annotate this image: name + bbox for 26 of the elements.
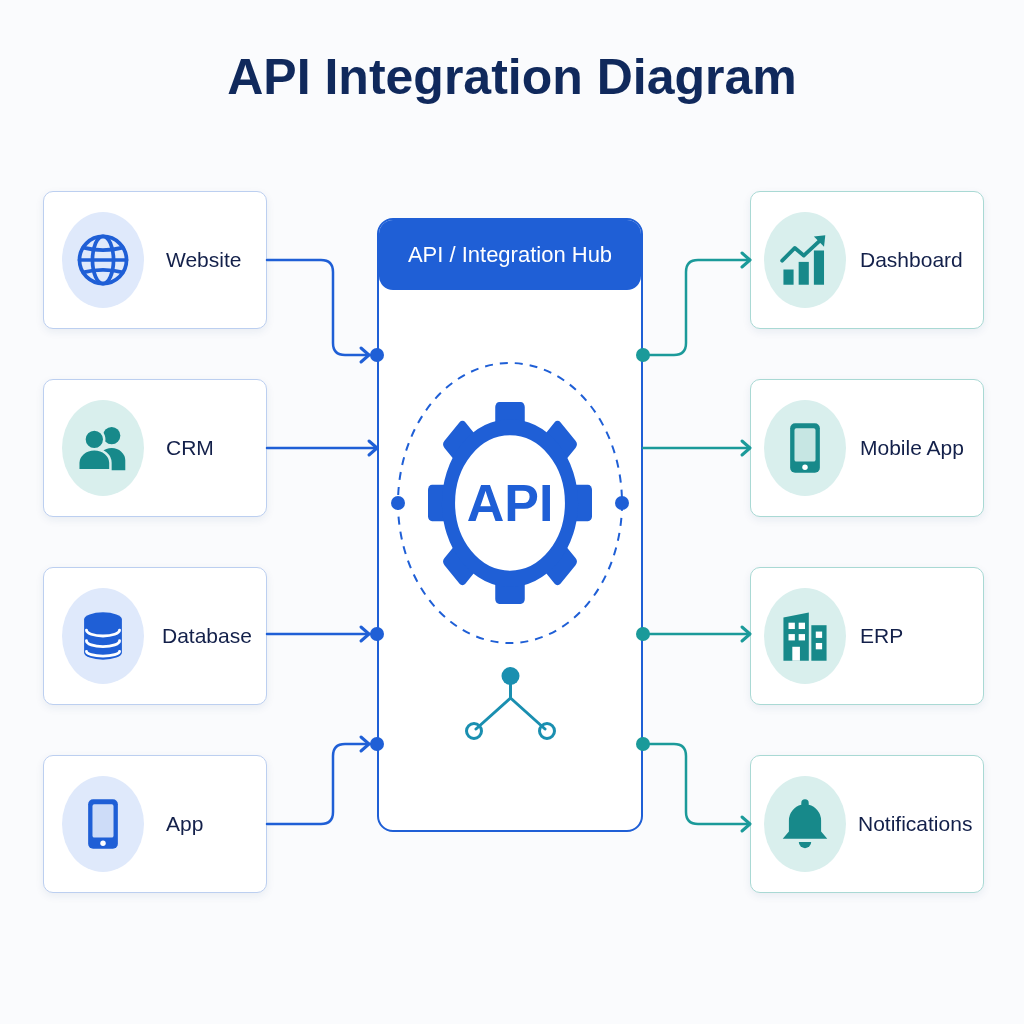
- card: [750, 191, 984, 329]
- node-label: CRM: [166, 435, 214, 461]
- card: [43, 755, 267, 893]
- diagram-title: API Integration Diagram: [227, 48, 797, 106]
- connector-arrow: [636, 251, 752, 362]
- node-label: Notifications: [858, 811, 973, 837]
- card: [43, 191, 267, 329]
- node-label: Website: [166, 247, 242, 273]
- card: [750, 379, 984, 517]
- connector-arrow: [265, 625, 386, 643]
- connector-arrow: [641, 439, 752, 457]
- node-label: Dashboard: [860, 247, 963, 273]
- connector-arrow: [265, 735, 386, 826]
- node-label: Database: [162, 623, 252, 649]
- card: [43, 567, 267, 705]
- card: [750, 755, 984, 893]
- node-label: ERP: [860, 623, 904, 649]
- connector-arrow: [265, 439, 379, 457]
- connector-arrow: [636, 737, 752, 833]
- node-label: Mobile App: [860, 435, 964, 461]
- card: [43, 379, 267, 517]
- hub-title: API / Integration Hub: [407, 241, 613, 269]
- connector-arrow: [636, 625, 752, 643]
- card: [750, 567, 984, 705]
- connector-arrow: [265, 258, 386, 364]
- node-label: App: [166, 811, 204, 837]
